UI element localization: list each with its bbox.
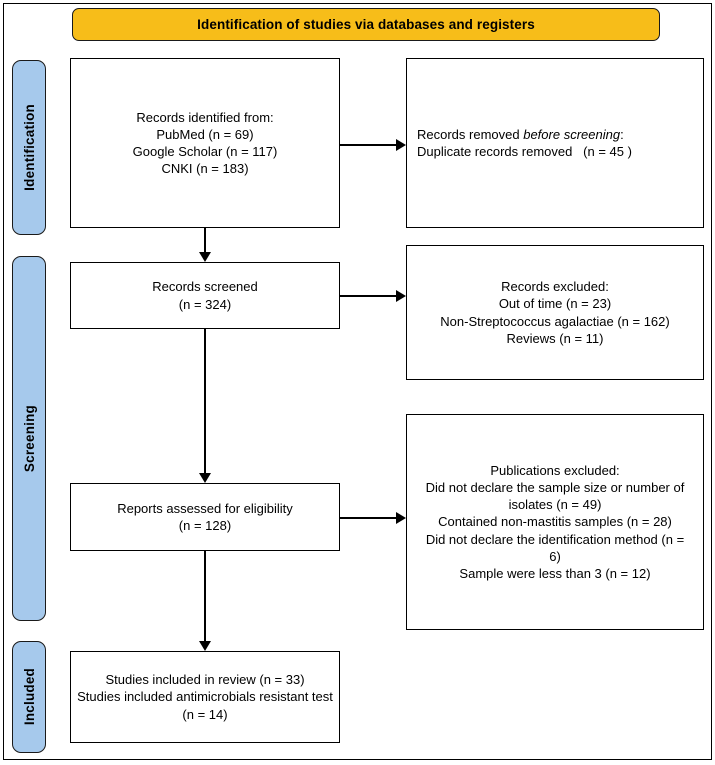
banner-title: Identification of studies via databases … [197,17,535,32]
studies-included-line-2: Studies included antimicrobials resistan… [77,689,333,722]
reports-assessed-line-1: Reports assessed for eligibility [117,500,293,516]
connector-screened-to-eligibility [204,329,206,474]
box-reports-assessed: Reports assessed for eligibility (n = 12… [70,483,340,551]
publications-excluded-line-1: Publications excluded: [490,462,620,478]
publications-excluded-line-3: Contained non-mastitis samples (n = 28) [438,514,672,530]
connector-eligibility-to-publications [340,517,398,519]
records-screened-line-2: (n = 324) [178,296,232,312]
records-excluded-line-3: Non-Streptococcus agalactiae (n = 162) [440,313,670,329]
publications-excluded-line-5: Sample were less than 3 (n = 12) [459,565,651,581]
records-removed-line-2: Duplicate records removed (n = 45 ) [417,144,632,159]
box-publications-excluded: Publications excluded: Did not declare t… [406,414,704,630]
box-records-screened: Records screened (n = 324) [70,262,340,329]
records-screened-line-1: Records screened [152,279,258,295]
arrowhead-screened-to-eligibility [198,473,211,483]
stage-pill-screening: Screening [12,256,46,621]
box-studies-included: Studies included in review (n = 33) Stud… [70,651,340,743]
arrowhead-identified-to-removed [396,139,406,151]
stage-label-included: Included [21,668,37,726]
records-removed-prefix: Records removed [417,126,524,142]
box-records-removed: Records removed before screening: Duplic… [406,58,704,228]
identification-banner: Identification of studies via databases … [72,8,660,41]
box-records-identified: Records identified from: PubMed (n = 69)… [70,58,340,228]
publications-excluded-line-2: Did not declare the sample size or numbe… [425,480,685,513]
box-records-excluded: Records excluded: Out of time (n = 23) N… [406,245,704,380]
records-excluded-line-1: Records excluded: [501,279,609,295]
records-identified-line-3: Google Scholar (n = 117) [132,144,278,159]
records-removed-line-1: Records removed before screening: [417,126,697,143]
publications-excluded-line-4: Did not declare the identification metho… [425,531,685,564]
stage-pill-identification: Identification [12,60,46,235]
reports-assessed-line-2: (n = 128) [178,518,232,533]
arrowhead-screened-to-excluded [396,290,406,302]
records-removed-italic: before screening [523,126,621,142]
studies-included-line-1: Studies included in review (n = 33) [105,672,305,688]
stage-label-identification: Identification [21,104,37,191]
arrowhead-identified-to-screened [198,252,211,262]
records-excluded-line-2: Out of time (n = 23) [498,296,612,312]
diagram-outer-frame [3,3,712,760]
records-removed-suffix: : [620,126,624,142]
connector-identified-to-screened [204,228,206,253]
connector-identified-to-removed [340,144,398,146]
stage-pill-included: Included [12,641,46,753]
arrowhead-eligibility-to-publications [396,512,406,524]
connector-eligibility-to-included [204,551,206,642]
records-identified-line-4: CNKI (n = 183) [161,161,249,177]
records-identified-line-1: Records identified from: [136,109,274,125]
records-identified-line-2: PubMed (n = 69) [156,126,254,142]
arrowhead-eligibility-to-included [198,641,211,651]
stage-label-screening: Screening [21,404,37,473]
records-excluded-line-4: Reviews (n = 11) [506,330,604,346]
connector-screened-to-excluded [340,295,398,297]
